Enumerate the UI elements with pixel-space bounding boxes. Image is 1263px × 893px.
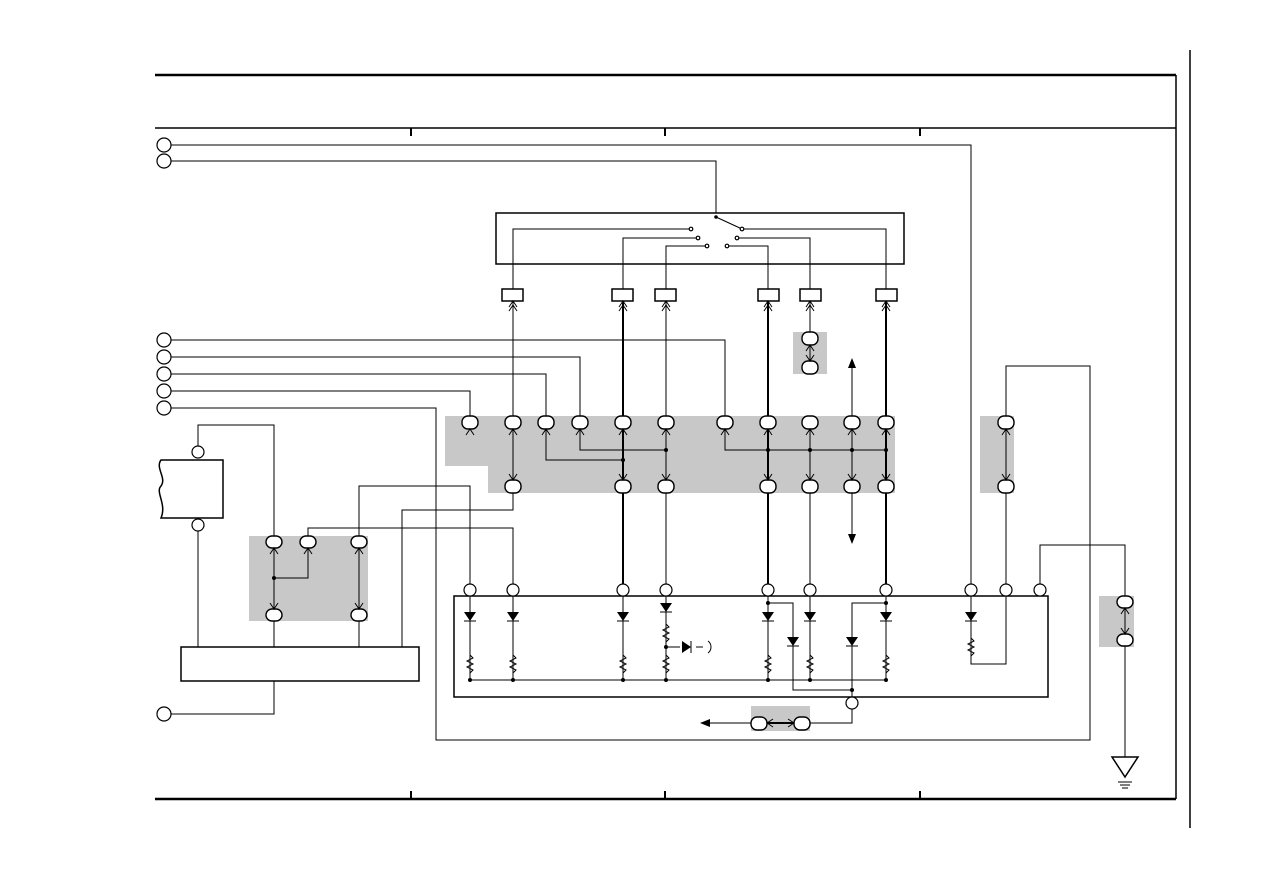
ground-symbol (1110, 595, 1140, 789)
ground-output (700, 696, 859, 731)
page-frame (155, 50, 1191, 828)
module-feed-wires (622, 493, 1126, 596)
input-terminal (156, 153, 172, 169)
indicator-module (453, 595, 1049, 698)
input-terminal (156, 706, 172, 722)
input-terminal (156, 400, 172, 416)
junction-connector-upper (461, 331, 1015, 430)
left-component (158, 424, 514, 682)
harness-wires (512, 301, 887, 544)
led-symbols (464, 603, 977, 654)
input-terminal (156, 383, 172, 399)
input-terminal (156, 137, 172, 153)
junction-internal (512, 345, 1007, 480)
switch-connector (501, 288, 898, 302)
left-inputs (156, 137, 1091, 741)
junction-shading (249, 332, 1134, 731)
module-terminals (463, 583, 1047, 597)
junction-connector-lower (504, 360, 1015, 494)
connector-arrows (269, 300, 1130, 728)
resistor-symbols (465, 623, 976, 674)
input-terminal (156, 349, 172, 365)
switch-assembly (495, 212, 905, 289)
input-terminal (156, 332, 172, 348)
input-terminal (156, 366, 172, 382)
